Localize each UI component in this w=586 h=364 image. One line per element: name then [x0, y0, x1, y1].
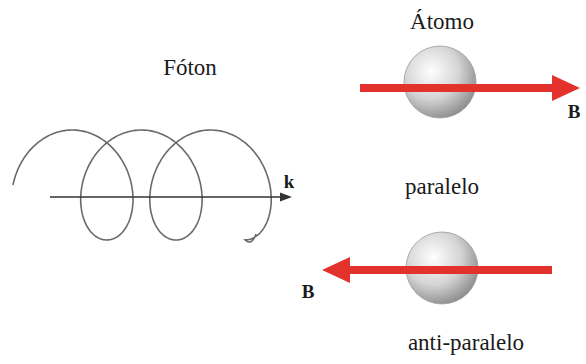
field-arrow [360, 75, 580, 101]
parallel-label: paralelo [405, 174, 479, 199]
photon-helix [13, 130, 271, 242]
field-label: B [568, 102, 581, 123]
atom-sphere [404, 46, 476, 118]
k-axis [50, 196, 284, 197]
k-arrowhead [280, 193, 292, 202]
wave-vector-label: k [284, 172, 295, 193]
field-arrow [322, 257, 552, 283]
antiparallel-label: anti-paralelo [408, 330, 524, 355]
atom-label: Átomo [410, 9, 474, 34]
field-label: B [302, 282, 315, 303]
photon-label: Fóton [163, 55, 217, 80]
